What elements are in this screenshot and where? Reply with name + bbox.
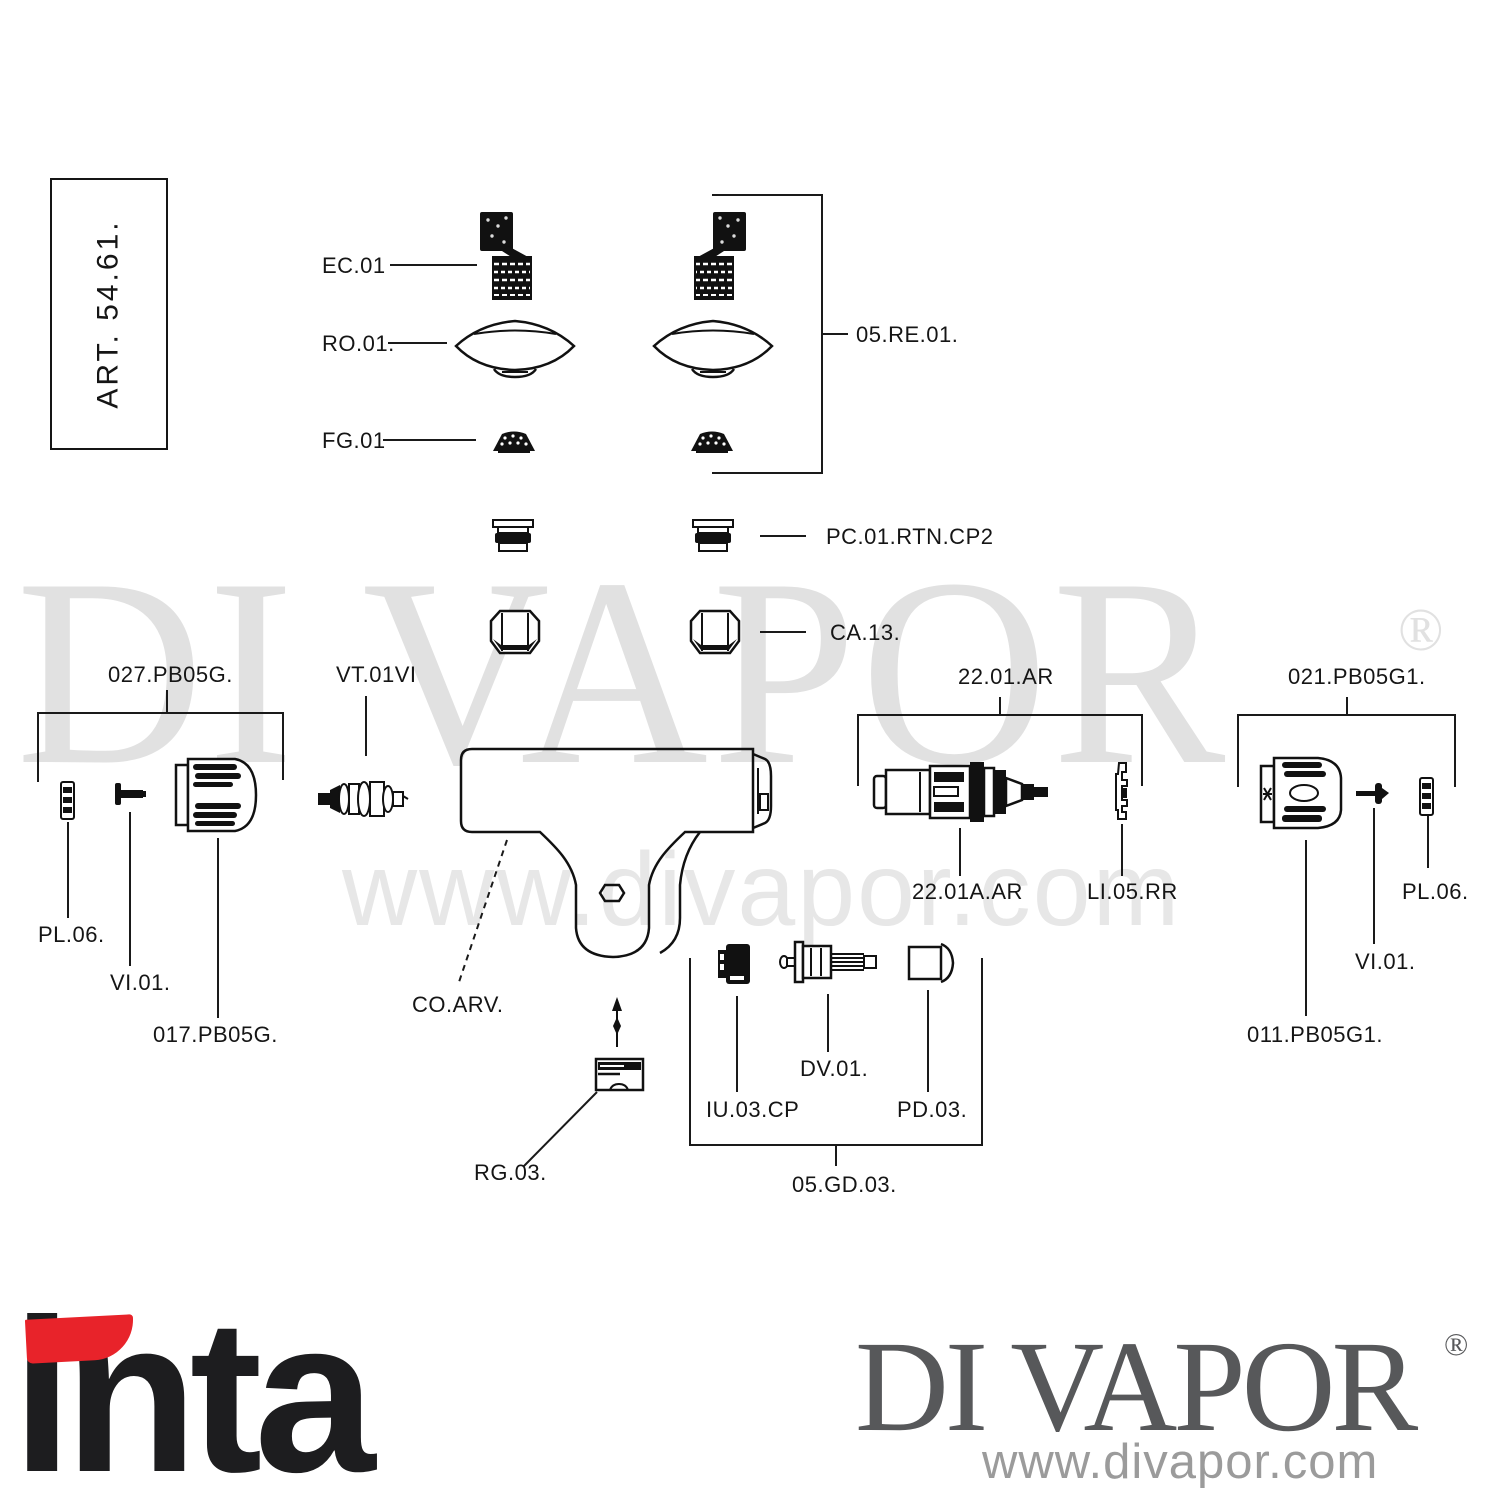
part-011pb05g1-knob-drawing <box>1259 756 1343 830</box>
part-ro01-left-drawing <box>454 319 576 379</box>
bracket-021 <box>1237 714 1456 787</box>
article-number-text: ART. 54.61. <box>92 219 125 409</box>
part-017pb05g-knob-drawing <box>174 757 258 833</box>
divapor-watermark-url: www.divapor.com <box>342 832 1182 948</box>
label-027pb05g: 027.PB05G. <box>108 662 233 687</box>
part-pc01-right-drawing <box>692 519 734 552</box>
part-pd03-button-drawing <box>907 942 955 984</box>
part-vt01vi-cartridge-drawing <box>318 781 409 817</box>
part-fg01-left-drawing <box>493 431 535 453</box>
label-2201aar: 22.01A.AR <box>912 879 1023 904</box>
part-ro01-right-drawing <box>652 319 774 379</box>
label-fg01: FG.01 <box>322 428 386 453</box>
leader-coarv <box>457 839 508 986</box>
label-021pb05g1: 021.PB05G1. <box>1288 664 1426 689</box>
part-ca13-left-drawing <box>489 609 541 655</box>
label-011pb05g1: 011.PB05G1. <box>1247 1022 1383 1047</box>
part-iu03cp-drawing <box>718 944 750 984</box>
label-li05rr: LI.05.RR <box>1087 879 1178 904</box>
part-vi01-right-drawing <box>1356 783 1389 804</box>
label-rg03: RG.03. <box>474 1160 547 1185</box>
label-ca13: CA.13. <box>830 620 901 645</box>
part-pl06-right-drawing <box>1419 777 1434 816</box>
divapor-logo: DI VAPOR <box>855 1315 1418 1459</box>
label-05re01: 05.RE.01. <box>856 322 959 347</box>
label-pl06-right: PL.06. <box>1402 879 1469 904</box>
part-pl06-left-drawing <box>60 781 75 820</box>
part-pin-arrow-drawing <box>612 997 622 1047</box>
label-iu03cp: IU.03.CP <box>706 1097 800 1122</box>
label-017pb05g: 017.PB05G. <box>153 1022 278 1047</box>
part-fg01-right-drawing <box>691 431 733 453</box>
part-coarv-valve-body-drawing <box>459 747 773 959</box>
part-rg03-slide-drawing <box>594 1057 645 1092</box>
label-pc01rtncp2: PC.01.RTN.CP2 <box>826 524 994 549</box>
label-vi01-right: VI.01. <box>1355 949 1416 974</box>
bracket-2201ar <box>857 714 1143 786</box>
label-dv01: DV.01. <box>800 1056 869 1081</box>
part-ca13-right-drawing <box>689 609 741 655</box>
registered-trademark-watermark-icon: ® <box>1398 597 1444 663</box>
article-number-box: ART. 54.61. <box>50 178 168 450</box>
label-vt01vi: VT.01VI <box>336 662 417 687</box>
label-ec01: EC.01 <box>322 253 386 278</box>
part-ec01-right-drawing <box>694 212 746 300</box>
label-coarv: CO.ARV. <box>412 992 504 1017</box>
leader-rg03 <box>523 1091 598 1167</box>
bracket-027 <box>37 712 284 782</box>
divapor-logo-url: www.divapor.com <box>982 1435 1379 1489</box>
label-pl06-left: PL.06. <box>38 922 105 947</box>
part-ec01-left-drawing <box>480 212 532 300</box>
divapor-logo-registered-icon: ® <box>1444 1326 1469 1362</box>
part-2201a-cartridge-drawing <box>872 762 1048 822</box>
label-ro01: RO.01. <box>322 331 395 356</box>
label-vi01-left: VI.01. <box>110 970 171 995</box>
part-vi01-left-drawing <box>115 783 146 805</box>
label-2201ar: 22.01.AR <box>958 664 1054 689</box>
part-pc01-left-drawing <box>492 519 534 552</box>
part-dv01-diverter-drawing <box>779 940 877 984</box>
label-pd03: PD.03. <box>897 1097 968 1122</box>
label-05gd03: 05.GD.03. <box>792 1172 897 1197</box>
part-li05rr-clip-drawing <box>1115 762 1128 820</box>
